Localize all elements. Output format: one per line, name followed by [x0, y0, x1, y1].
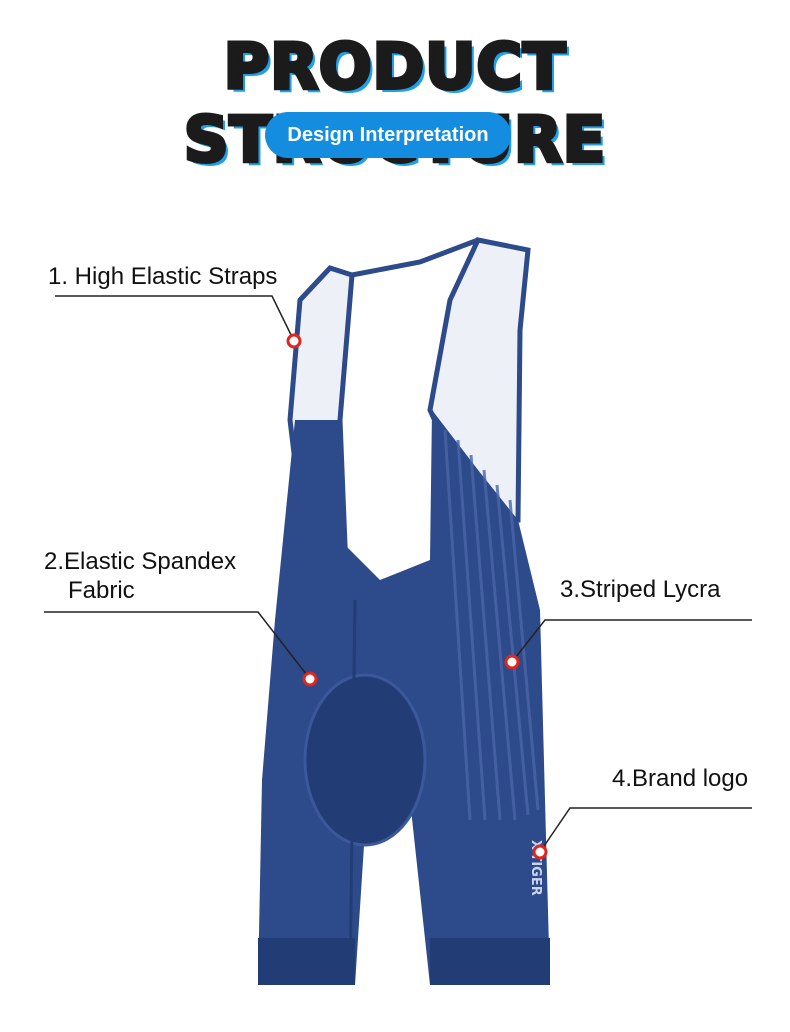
callout-elastic-spandex-line2: Fabric: [68, 577, 135, 604]
chamois-pad: [303, 673, 427, 847]
callout-line-1: [55, 295, 295, 342]
marker-lycra: [504, 654, 520, 670]
back-strap: [351, 237, 479, 278]
front-seam: [348, 599, 357, 986]
right-leg-band: [430, 938, 550, 985]
callout-line-4: [539, 807, 752, 853]
callout-line-3: [511, 619, 752, 663]
design-interpretation-badge: Design Interpretation: [265, 112, 511, 158]
striped-lycra-panel: [443, 429, 540, 821]
callout-brand-logo: 4.Brand logo: [612, 765, 749, 792]
callout-high-elastic-straps: 1. High Elastic Straps: [48, 263, 278, 290]
callout-elastic-spandex-line1: 2.Elastic Spandex: [44, 548, 237, 575]
marker-logo: [532, 844, 548, 860]
marker-spandex: [302, 671, 318, 687]
callout-line-2: [44, 611, 311, 680]
left-leg-band: [258, 938, 355, 985]
marker-straps: [286, 333, 302, 349]
callout-striped-lycra: 3.Striped Lycra: [560, 576, 721, 603]
